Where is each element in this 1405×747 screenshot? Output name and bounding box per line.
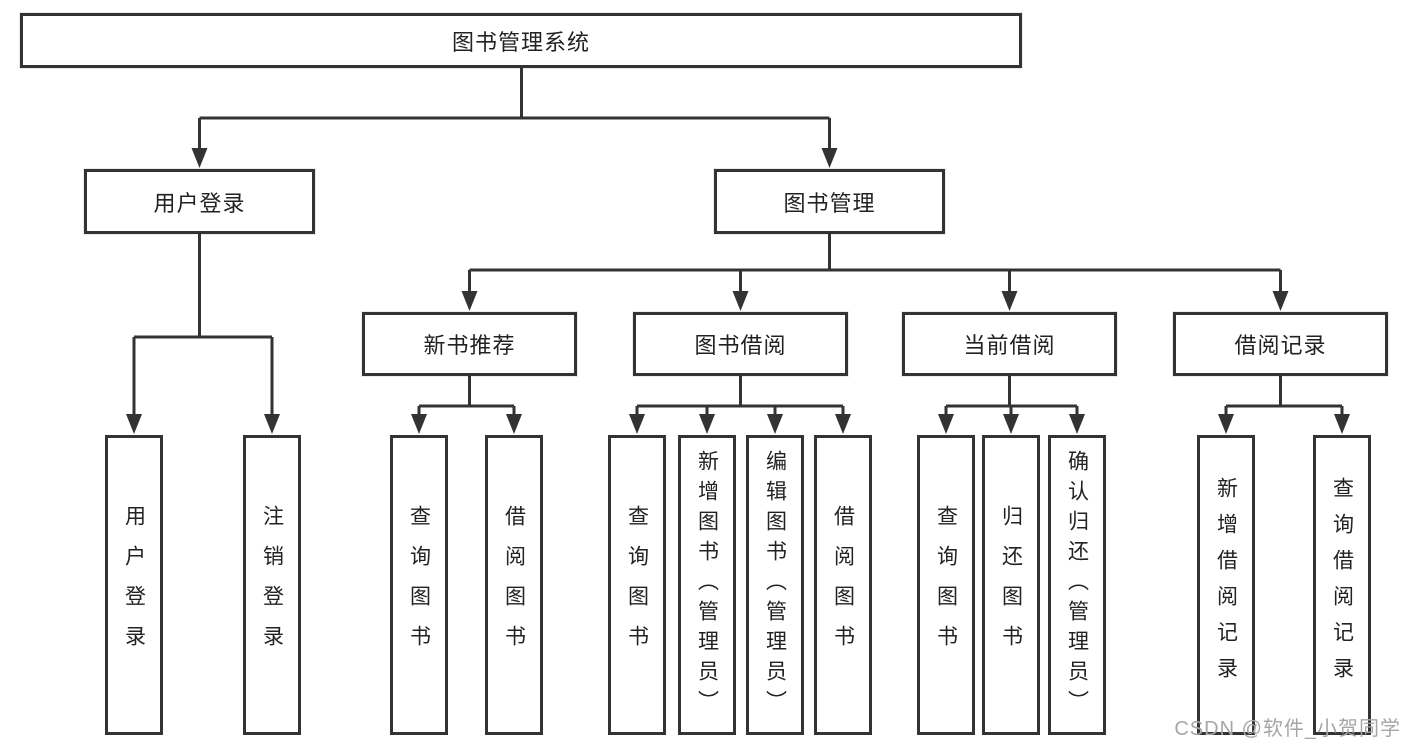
leaf-user-login: 用户登录 bbox=[105, 435, 163, 735]
node-book-borrow: 图书借阅 bbox=[633, 312, 848, 376]
node-new-book-recommend: 新书推荐 bbox=[362, 312, 577, 376]
leaf-query-books-current: 查询图书 bbox=[917, 435, 975, 735]
leaf-query-books-borrow: 查询图书 bbox=[608, 435, 666, 735]
leaf-borrow-books: 借阅图书 bbox=[814, 435, 872, 735]
arrowheads bbox=[126, 148, 1350, 434]
leaf-edit-books-admin: 编辑图书（管理员） bbox=[746, 435, 804, 735]
leaf-query-borrow-record: 查询借阅记录 bbox=[1313, 435, 1371, 735]
node-book-management: 图书管理 bbox=[714, 169, 945, 234]
leaf-confirm-return-admin: 确认归还（管理员） bbox=[1048, 435, 1106, 735]
leaf-query-books-recommend: 查询图书 bbox=[390, 435, 448, 735]
node-user-login: 用户登录 bbox=[84, 169, 315, 234]
node-current-borrow: 当前借阅 bbox=[902, 312, 1117, 376]
node-borrow-records: 借阅记录 bbox=[1173, 312, 1388, 376]
leaf-return-books: 归还图书 bbox=[982, 435, 1040, 735]
leaf-add-books-admin: 新增图书（管理员） bbox=[678, 435, 736, 735]
node-system-root: 图书管理系统 bbox=[20, 13, 1022, 68]
leaf-add-borrow-record: 新增借阅记录 bbox=[1197, 435, 1255, 735]
leaf-logout: 注销登录 bbox=[243, 435, 301, 735]
leaf-borrow-books-recommend: 借阅图书 bbox=[485, 435, 543, 735]
csdn-watermark: CSDN @软件_小贺同学 bbox=[1174, 718, 1401, 740]
